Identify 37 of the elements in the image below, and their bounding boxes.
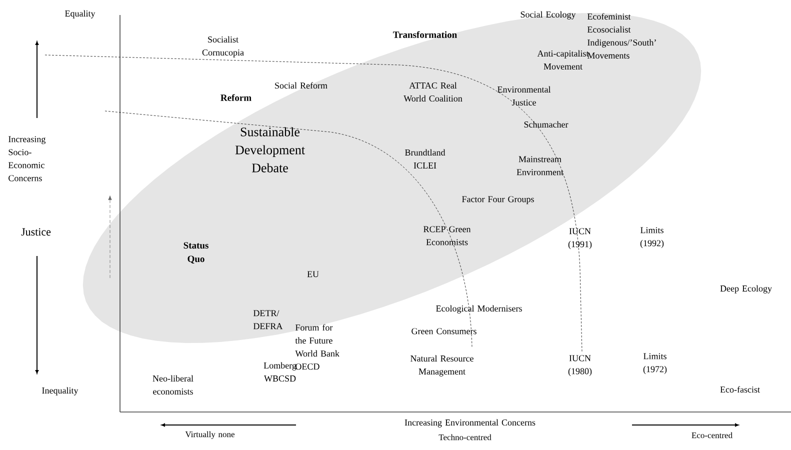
axis-label: Eco-centred xyxy=(692,432,732,438)
position-label: DETR/ DEFRA xyxy=(253,310,283,330)
axis-label: Equality xyxy=(65,10,96,18)
axis-label: Increasing Socio-Economic Concerns xyxy=(8,136,46,182)
axis-label: Inequality xyxy=(42,387,78,396)
position-label: Limits (1972) xyxy=(643,353,667,374)
category-label: Transformation xyxy=(393,31,457,38)
position-label: Forum for the Future World Bank OECD xyxy=(295,324,340,370)
position-label: Social Ecology xyxy=(520,11,576,20)
position-label: Eco-fascist xyxy=(720,386,760,393)
position-label: Lomberg WBCSD xyxy=(264,362,296,382)
position-label: Green Consumers xyxy=(412,328,476,334)
category-label: Reform xyxy=(220,94,252,101)
position-label: Limits (1992) xyxy=(640,227,664,248)
axis-label: Techno-centred xyxy=(438,434,492,440)
category-label: Sustainable Development Debate xyxy=(235,127,305,172)
position-label: Brundtland ICLEI xyxy=(405,149,446,169)
axis-label: Increasing Environmental Concerns xyxy=(404,419,536,428)
axis-label: Virtually none xyxy=(185,431,234,439)
position-label: Schumacher xyxy=(524,121,568,128)
position-label: Socialist Cornucopia xyxy=(202,36,244,58)
position-label: Environmental Justice xyxy=(498,86,551,106)
position-label: Ecological Modernisers xyxy=(436,305,522,314)
position-label: ATTAC Real World Coalition xyxy=(404,82,462,102)
position-label: Neo-liberal economists xyxy=(152,375,194,395)
position-label: IUCN (1991) xyxy=(568,228,592,250)
category-label: Status Quo xyxy=(184,242,208,264)
position-label: Natural Resource Management xyxy=(410,355,474,376)
position-label: EU xyxy=(307,271,319,278)
position-label: Anti-capitalist Movement xyxy=(537,50,589,70)
position-label: Social Reform xyxy=(275,82,328,89)
position-label: IUCN (1980) xyxy=(568,355,592,376)
position-label: Factor Four Groups xyxy=(462,196,534,204)
position-label: RCEP Green Economists xyxy=(424,226,471,246)
position-label: Deep Ecology xyxy=(720,285,772,294)
position-label: Mainstream Environment xyxy=(516,156,564,176)
axis-label: Justice xyxy=(21,228,51,236)
